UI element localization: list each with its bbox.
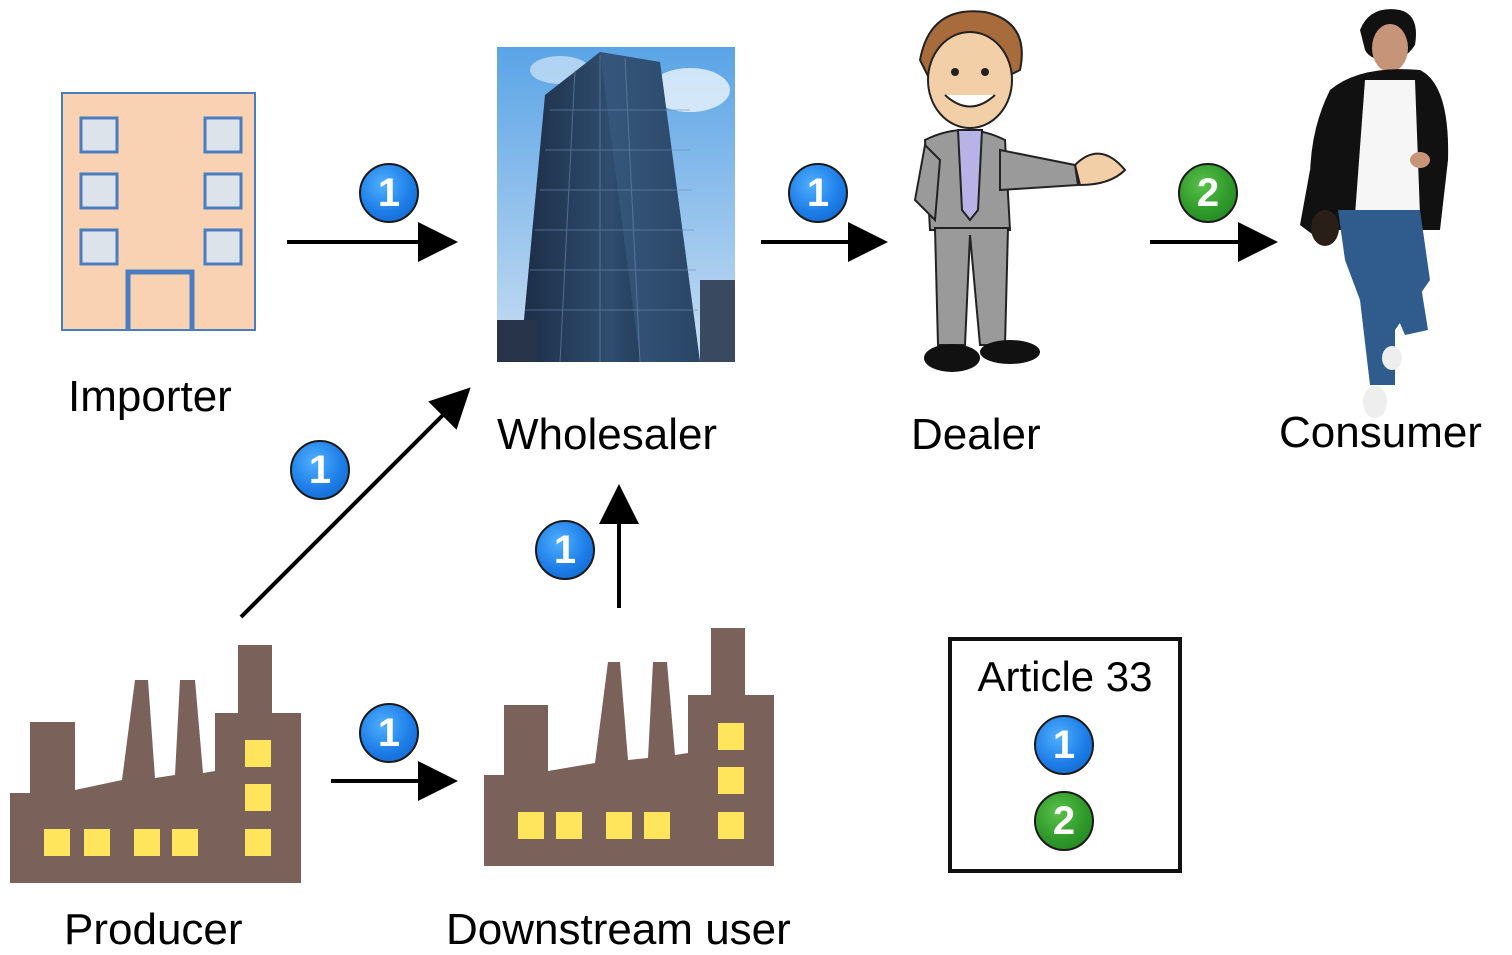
producer-label: Producer (64, 905, 243, 954)
legend-box: Article 33 1 2 (948, 637, 1182, 873)
badge-dealer-to-consumer: 2 (1178, 163, 1238, 223)
legend-badge-2: 2 (1034, 791, 1094, 851)
badge-producer-to-wholesaler: 1 (290, 440, 350, 500)
badge-producer-to-downstream: 1 (359, 703, 419, 763)
badge-importer-to-wholesaler: 1 (359, 163, 419, 223)
dealer-label: Dealer (911, 410, 1041, 459)
producer-factory-icon (10, 645, 301, 883)
importer-label: Importer (68, 372, 232, 421)
downstream-user-factory-icon (484, 628, 774, 866)
arrow-producer-to-wholesaler (239, 387, 471, 619)
consumer-label: Consumer (1279, 408, 1482, 457)
badge-wholesaler-to-dealer: 1 (788, 163, 848, 223)
consumer-person-icon (1300, 9, 1449, 418)
downstream-user-label: Downstream user (446, 905, 791, 954)
badge-downstream-to-wholesaler: 1 (535, 520, 595, 580)
legend-title: Article 33 (977, 653, 1153, 700)
legend-badge-1: 1 (1034, 715, 1094, 775)
importer-building-icon (61, 92, 256, 331)
dealer-person-icon (913, 10, 1127, 372)
wholesaler-label: Wholesaler (497, 410, 718, 459)
wholesaler-skyscraper-icon (497, 47, 735, 363)
